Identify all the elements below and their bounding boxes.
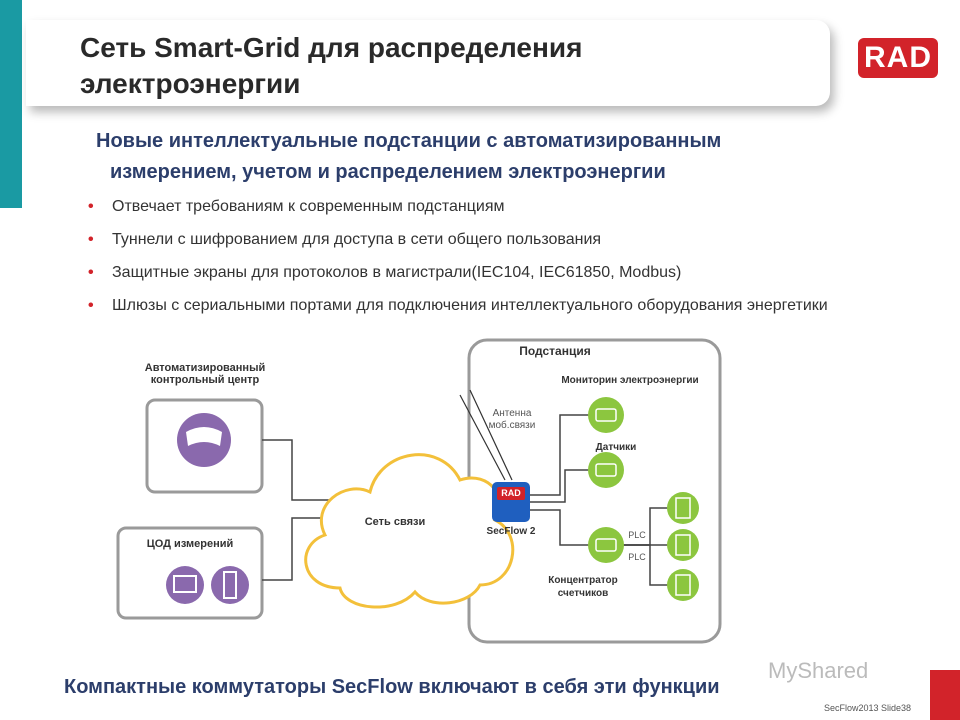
antenna-icon	[459, 389, 513, 481]
footer-statement: Компактные коммутаторы SecFlow включают …	[64, 676, 720, 698]
control-center-label: Автоматизированный контрольный центр	[144, 362, 266, 386]
secflow-rad-badge	[497, 487, 525, 500]
network-cloud	[304, 453, 515, 609]
server-icon	[211, 566, 249, 604]
title-panel	[26, 20, 830, 106]
subtitle-line-2: измерением, учетом и распределением элек…	[110, 161, 666, 183]
bullet-list: Отвечает требованиям к современным подст…	[88, 196, 828, 328]
antenna-label: Антенна моб.связи	[488, 408, 536, 431]
slide-number: SecFlow2013 Slide38	[824, 703, 912, 713]
monitor-icon	[166, 566, 204, 604]
green-device-icons	[588, 397, 699, 601]
secflow-label: SecFlow 2	[486, 526, 536, 537]
bullet-item: Отвечает требованиям к современным подст…	[88, 196, 828, 218]
substation-label: Подстанция	[519, 344, 591, 358]
rad-logo: RAD	[858, 38, 938, 78]
secflow-logo-text: RAD	[501, 488, 521, 498]
red-corner-accent	[930, 670, 960, 720]
bullet-item: Защитные экраны для протоколов в магистр…	[88, 262, 828, 284]
left-accent-bar	[0, 0, 22, 208]
network-label: Сеть связи	[364, 516, 426, 528]
slide-title: Сеть Smart-Grid для распределения электр…	[80, 32, 583, 99]
bullet-item: Шлюзы с сериальными портами для подключе…	[88, 295, 828, 317]
bullet-item: Туннели с шифрованием для доступа в сети…	[88, 229, 828, 251]
slide-subtitle: Новые интеллектуальные подстанции с авто…	[96, 126, 856, 188]
sensors-label: Датчики	[595, 442, 637, 453]
network-diagram: Автоматизированный контрольный центр ЦОД…	[0, 330, 960, 660]
plc-label-2: PLC	[628, 552, 646, 562]
control-center-icon-glyph	[186, 427, 222, 446]
plc-label-1: PLC	[628, 530, 646, 540]
monitoring-label: Мониторин электроэнергии	[561, 375, 699, 386]
watermark: MyShared	[768, 658, 869, 683]
concentrator-label: Концентратор счетчиков	[548, 575, 618, 599]
substation-connector-lines	[530, 414, 668, 586]
diagram-graphics	[116, 338, 722, 644]
subtitle-line-1: Новые интеллектуальные подстанции с авто…	[96, 130, 722, 152]
data-center-label: ЦОД измерений	[146, 538, 234, 550]
